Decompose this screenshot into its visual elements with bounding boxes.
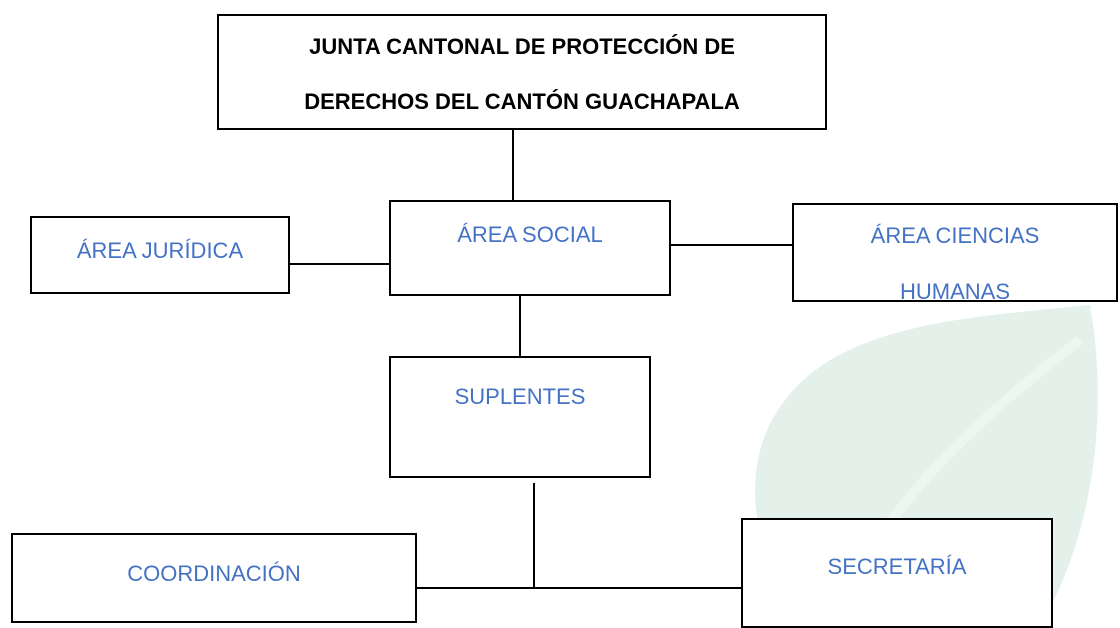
node-area-ciencias-line2: HUMANAS — [899, 279, 1010, 302]
node-area-juridica-label: ÁREA JURÍDICA — [76, 238, 244, 263]
node-junta-cantonal-line1: JUNTA CANTONAL DE PROTECCIÓN DE — [309, 34, 735, 59]
node-area-social-label: ÁREA SOCIAL — [457, 222, 603, 247]
node-coordinacion: COORDINACIÓN — [11, 533, 417, 623]
node-area-social: ÁREA SOCIAL — [389, 200, 671, 296]
connector-social-ciencias — [670, 244, 804, 246]
node-suplentes-label: SUPLENTES — [454, 384, 586, 409]
node-area-ciencias-humanas: ÁREA CIENCIAS HUMANAS — [792, 203, 1118, 302]
node-area-ciencias-line1: ÁREA CIENCIAS — [870, 223, 1040, 248]
connector-suplentes-down — [533, 483, 535, 587]
node-secretaria: SECRETARÍA — [741, 518, 1053, 628]
connector-junta-social — [512, 128, 514, 202]
node-area-juridica: ÁREA JURÍDICA — [30, 216, 290, 294]
connector-bottom-horizontal — [416, 587, 742, 589]
node-suplentes: SUPLENTES — [389, 356, 651, 478]
connector-social-suplentes — [519, 294, 521, 356]
node-junta-cantonal-line2: DERECHOS DEL CANTÓN GUACHAPALA — [304, 89, 740, 114]
connector-juridica-social — [288, 263, 400, 265]
node-coordinacion-label: COORDINACIÓN — [127, 561, 301, 586]
node-junta-cantonal: JUNTA CANTONAL DE PROTECCIÓN DE DERECHOS… — [217, 14, 827, 130]
node-secretaria-label: SECRETARÍA — [827, 554, 967, 579]
